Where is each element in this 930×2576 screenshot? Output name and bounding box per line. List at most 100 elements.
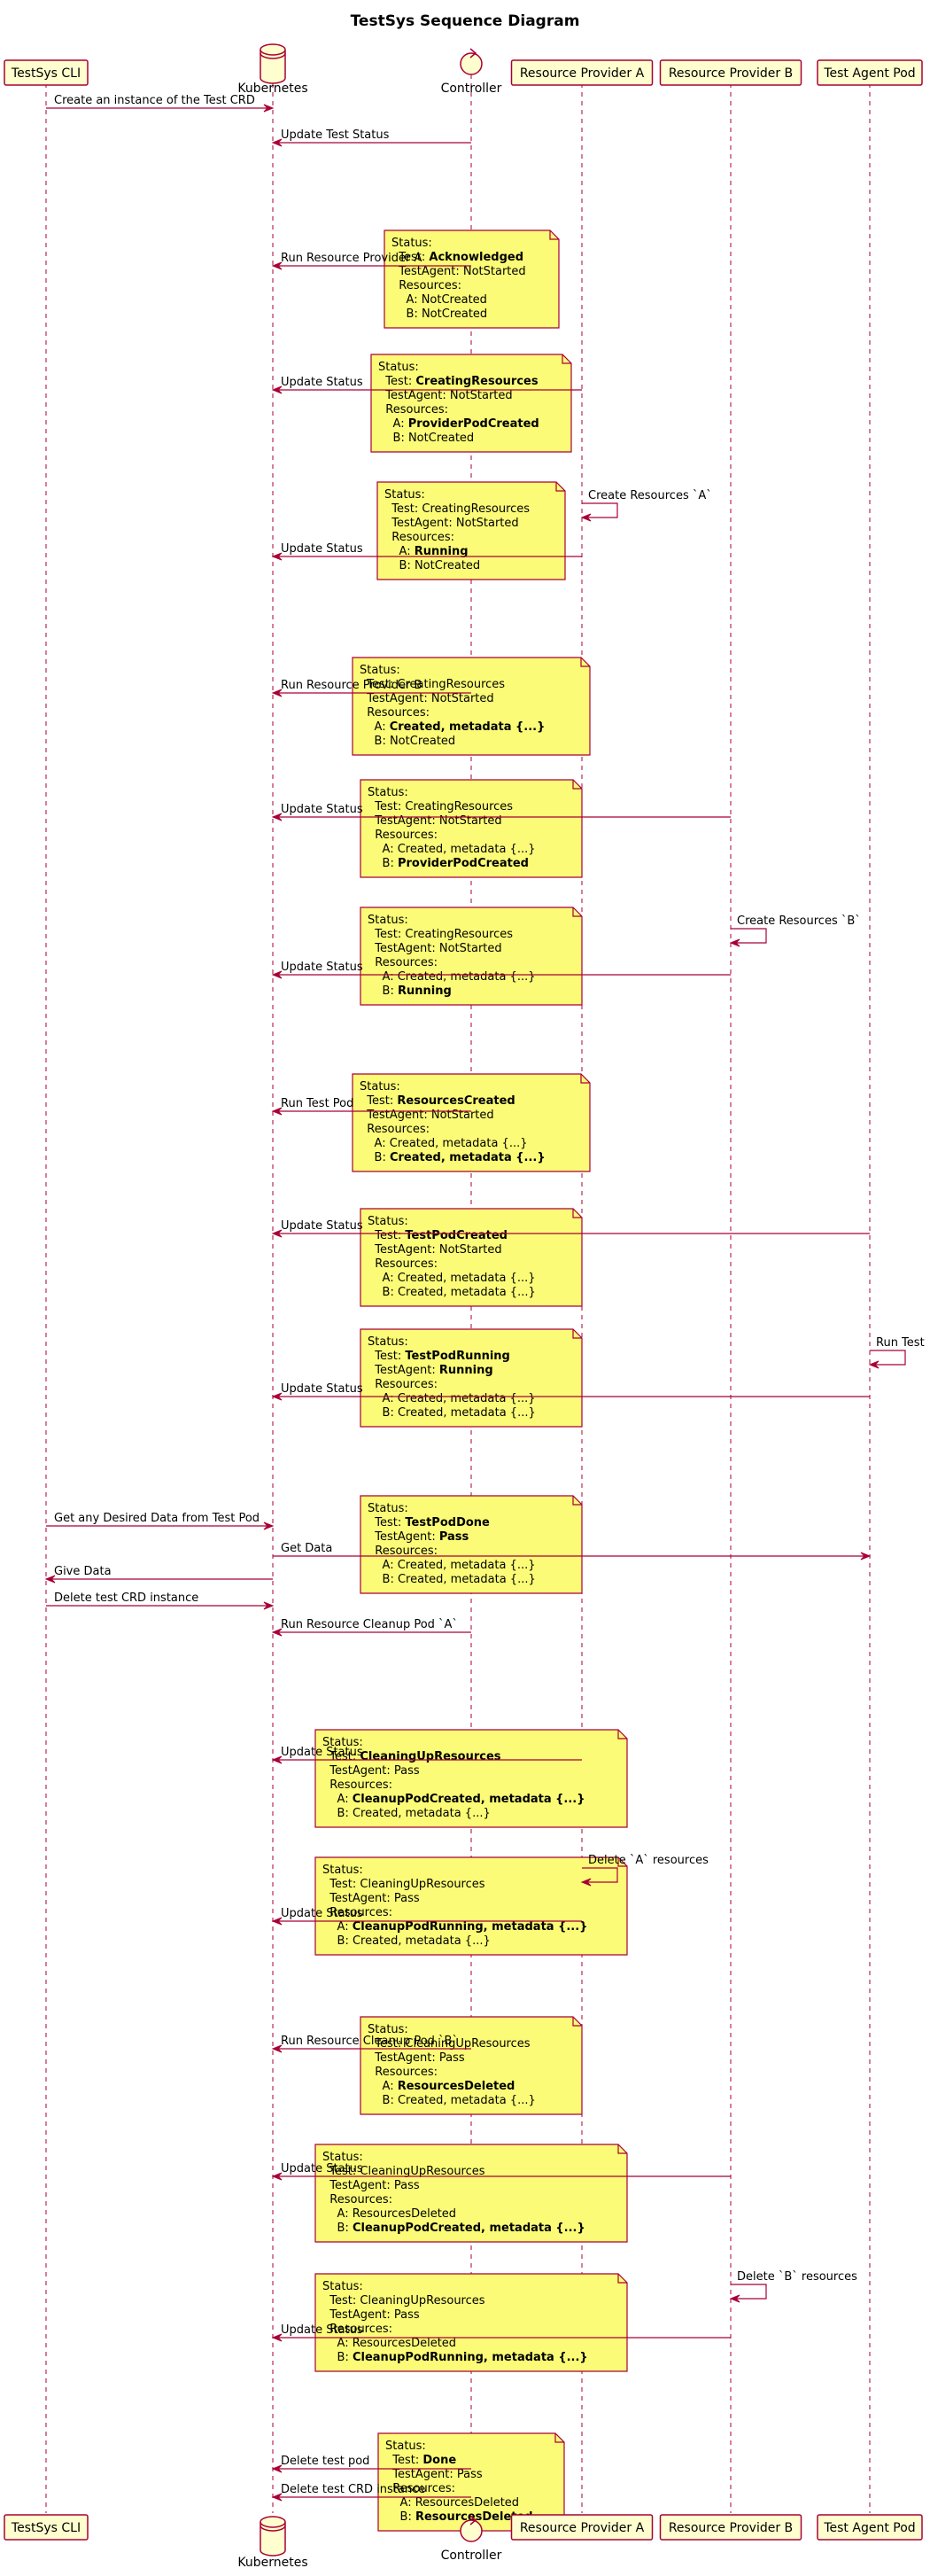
note-text: B: [322, 2351, 353, 2364]
note-text: Test: CleaningUpResources [322, 2294, 485, 2308]
note-text: B: NotCreated [384, 559, 480, 572]
note-line: A: ResourcesDeleted [322, 2337, 456, 2350]
message-label: Update Status [281, 2323, 363, 2337]
note-line: A: CleanupPodCreated, metadata {...} [322, 1793, 585, 1806]
arrowhead [271, 1229, 283, 1238]
note-line: TestAgent: NotStarted [360, 1109, 494, 1122]
note-fold [572, 780, 582, 790]
note-line: B: Created, metadata {...} [368, 2094, 536, 2107]
participant-label: Resource Provider A [520, 2521, 645, 2535]
participant-box [659, 59, 802, 86]
arrowhead [271, 1628, 283, 1637]
note-value-bold: CreatingResources [415, 375, 538, 388]
note-text: TestAgent: NotStarted [360, 692, 494, 705]
note-fold [572, 907, 582, 917]
note-fold [549, 230, 559, 240]
participant-label: TestSys CLI [11, 66, 81, 81]
control-icon [460, 2515, 483, 2542]
status-note: Status: Test: CreatingResources TestAgen… [376, 481, 566, 580]
note-fold [617, 1730, 627, 1739]
note-line: B: Running [368, 984, 452, 998]
note-text: A: [322, 1920, 353, 1934]
note-line: A: ResourcesDeleted [368, 2080, 515, 2093]
note-text: TestAgent: NotStarted [368, 1243, 502, 1257]
note-line: Test: Done [385, 2454, 456, 2467]
note-text: B: [368, 984, 398, 998]
database-icon [260, 2516, 286, 2557]
note-text: Status: [384, 488, 425, 502]
note-text: Resources: [368, 1257, 438, 1271]
message-arrow: Delete test CRD instance [271, 2483, 471, 2502]
message-arrow: Give Data [44, 1565, 273, 1584]
status-note: Status: Test: CleaningUpResources TestAg… [314, 2273, 628, 2372]
message-arrow: Update Status [271, 1907, 582, 1926]
note-line: Status: [322, 2280, 363, 2293]
message-arrow: Update Status [271, 803, 731, 821]
participant-box [817, 2514, 923, 2541]
message-label: Create Resources `A` [588, 489, 712, 502]
note-line: TestAgent: NotStarted [368, 942, 502, 955]
note-text: Status: [391, 237, 432, 250]
note-box [360, 2016, 583, 2115]
note-box [360, 907, 583, 1006]
participant-label: Test Agent Pod [823, 2521, 915, 2535]
message-label: Run Test Pod [281, 1097, 353, 1110]
note-line: Test: TestPodRunning [368, 1350, 510, 1363]
note-text: B: NotCreated [378, 432, 474, 445]
message-label: Update Test Status [281, 128, 390, 142]
note-line: B: ResourcesDeleted [385, 2510, 533, 2524]
note-line: A: Created, metadata {...} [368, 1272, 536, 1285]
note-line: TestAgent: Pass [322, 1764, 420, 1778]
message-arrow: Update Status [271, 1382, 870, 1401]
message-label: Delete test CRD instance [54, 1592, 198, 1605]
note-text: Resources: [322, 1906, 392, 1919]
message-label: Create an instance of the Test CRD [54, 94, 255, 107]
arrowhead [271, 1107, 283, 1116]
note-line: Status: [368, 2023, 408, 2036]
note-text: Resources: [368, 956, 438, 969]
message-arrow: Update Status [271, 1219, 870, 1238]
arrowhead [868, 1360, 880, 1369]
note-line: B: NotCreated [360, 735, 455, 748]
note-text: Test: CreatingResources [368, 928, 513, 941]
note-text: B: [385, 2510, 415, 2524]
note-line: TestAgent: Pass [322, 1892, 420, 1905]
note-line: Status: [384, 488, 425, 502]
arrowhead [271, 813, 283, 821]
note-line: Status: [322, 2151, 363, 2164]
note-line: TestAgent: Pass [385, 2468, 483, 2481]
note-line: A: Created, metadata {...} [360, 720, 545, 734]
status-note: Status: Test: CleaningUpResources TestAg… [314, 2144, 628, 2243]
note-value-bold: ResourcesDeleted [415, 2510, 533, 2524]
note-line: B: Created, metadata {...} [368, 1406, 536, 1420]
message-label: Delete test CRD instance [281, 2483, 425, 2496]
arrowhead [271, 970, 283, 979]
note-text: Test: CreatingResources [368, 800, 513, 813]
note-text: Test: CreatingResources [384, 502, 530, 516]
message-label: Update Status [281, 1219, 363, 1233]
participant-label: Kubernetes [237, 2556, 307, 2570]
participant-box [4, 2514, 89, 2541]
participant-tap: Test Agent Pod [817, 59, 923, 86]
status-note: Status: Test: CleaningUpResources TestAg… [360, 2016, 583, 2115]
message-label: Run Resource Cleanup Pod `B` [281, 2035, 458, 2048]
note-text: A: ResourcesDeleted [385, 2496, 519, 2510]
note-value-bold: CleanupPodCreated, metadata {...} [353, 1793, 585, 1806]
note-value-bold: Running [415, 545, 469, 558]
note-text: Resources: [360, 1123, 430, 1136]
note-text: A: Created, metadata {...} [360, 1137, 528, 1150]
note-text: B: [368, 857, 398, 870]
note-line: A: ResourcesDeleted [385, 2496, 519, 2510]
arrowhead [271, 2333, 283, 2342]
arrowhead [271, 138, 283, 147]
note-box [360, 1495, 583, 1594]
arrowhead [271, 385, 283, 394]
note-text: B: Created, metadata {...} [368, 1573, 536, 1586]
note-line: TestAgent: Pass [322, 2179, 420, 2192]
note-text: B: NotCreated [391, 307, 487, 321]
note-value-bold: CleanupPodRunning, metadata {...} [353, 2351, 588, 2364]
arrowhead [263, 104, 275, 113]
participant-label: Resource Provider B [669, 2521, 793, 2535]
note-text: Resources: [384, 531, 454, 544]
